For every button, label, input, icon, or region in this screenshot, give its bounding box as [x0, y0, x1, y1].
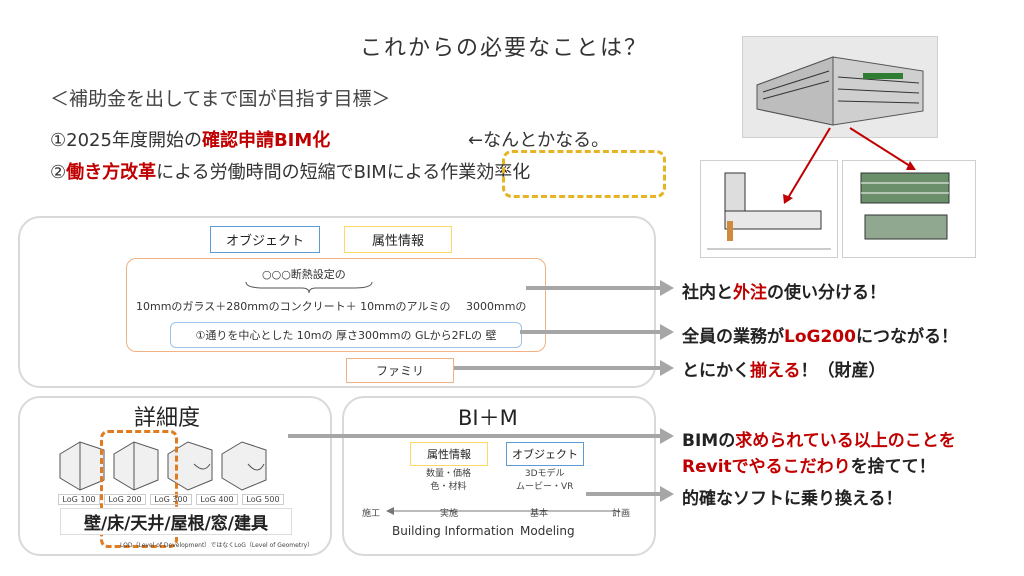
- right-item-4-highlight: 求められている以上のことを: [735, 431, 956, 451]
- right-item-3-prefix: とにかく: [682, 361, 750, 381]
- right-item-4-line1: BIMの求められている以上のことを: [682, 426, 956, 451]
- right-item-1-prefix: 社内と: [682, 283, 733, 303]
- attr-items: 数量・価格 色・材料: [426, 469, 472, 492]
- bim-panel: [342, 396, 656, 556]
- log-label: LoG 300: [150, 494, 192, 505]
- log-models-icon: [59, 441, 267, 491]
- process-step: 基本: [530, 509, 549, 519]
- page-title: これからの必要なことは？: [360, 36, 649, 61]
- right-item-3-suffix: ！（財産）: [800, 361, 886, 381]
- process-arrow: [386, 507, 620, 515]
- goal-1-prefix: ①2025年度開始の: [50, 130, 202, 151]
- arrow-head-5: [660, 486, 674, 502]
- attribute-group: [126, 258, 546, 352]
- right-item-3-highlight: 揃える: [750, 361, 801, 381]
- log-label: LoG 500: [242, 494, 284, 505]
- right-item-4-suffix: を捨てて！: [850, 457, 936, 477]
- goal-heading: ＜補助金を出してまで国が目指す目標＞: [50, 88, 391, 110]
- arrow-line-4: [288, 434, 662, 438]
- parts-label: 壁/床/天井/屋根/窓/建具: [60, 508, 292, 535]
- m-label: Modeling: [520, 524, 575, 538]
- arrow-head-4: [660, 428, 674, 444]
- right-item-2-suffix: につながる！: [855, 327, 958, 347]
- elevation-icon: [860, 172, 950, 240]
- arrow-line-5: [586, 492, 662, 496]
- family-label: ファミリ: [346, 358, 454, 383]
- bim-title: BI＋M: [458, 406, 518, 430]
- right-item-5: 的確なソフトに乗り換える！: [682, 489, 903, 509]
- goal-1-highlight: 確認申請BIM化: [201, 130, 331, 151]
- bi-label: Building Information: [392, 524, 514, 538]
- goal-1: ①2025年度開始の確認申請BIM化: [50, 126, 330, 152]
- floor-plan-image: [700, 160, 838, 258]
- right-item-4-highlight-2: Revitでやるこだわり: [682, 457, 851, 477]
- arrow-line-1: [526, 286, 662, 290]
- composition-label: 10mmのガラス＋280mmのコンクリート＋ 10mmのアルミの: [136, 300, 451, 313]
- right-item-1: 社内と外注の使い分ける！: [682, 278, 886, 303]
- elevation-image: [842, 160, 976, 258]
- arrow-head-3: [660, 360, 674, 376]
- right-item-4-line2: Revitでやるこだわりを捨てて！: [682, 452, 936, 477]
- process-step: 実施: [440, 509, 459, 519]
- right-item-2-highlight: LoG200: [784, 327, 856, 347]
- arrow-head-2: [660, 324, 674, 340]
- image-arrows: [783, 127, 916, 204]
- right-item-2-prefix: 全員の業務が: [682, 327, 784, 347]
- bim-tag-object: オブジェクト: [506, 442, 584, 466]
- highlight-dashed-box: [502, 150, 666, 198]
- goal-1-note: ←なんとかなる。: [468, 130, 610, 151]
- right-item-2: 全員の業務がLoG200につながる！: [682, 322, 958, 347]
- object-items: 3Dモデル ムービー・VR: [516, 469, 574, 492]
- building-3d-icon: [756, 56, 924, 126]
- log-footnote: LOD（Level of Development）ではなくLoG（Level o…: [120, 542, 314, 549]
- detail-title: 詳細度: [134, 406, 201, 431]
- insulation-label: ○○○断熱設定の: [262, 268, 346, 281]
- log-label: LoG 400: [196, 494, 238, 505]
- tag-object: オブジェクト: [210, 226, 320, 253]
- goal-2-highlight: 働き方改革: [66, 162, 157, 183]
- arrow-line-3: [454, 366, 662, 370]
- goal-2-suffix: 作業効率化: [440, 162, 531, 183]
- process-step: 施工: [362, 509, 381, 519]
- right-item-1-highlight: 外注: [733, 283, 767, 303]
- right-item-4-prefix: BIMの: [682, 431, 736, 451]
- attribute-panel: [18, 216, 656, 388]
- height-label: 3000mmの: [466, 300, 527, 313]
- goal-2: ②働き方改革による労働時間の短縮でBIMによる作業効率化: [50, 158, 530, 184]
- arrow-line-2: [520, 330, 662, 334]
- tag-attribute: 属性情報: [344, 226, 452, 253]
- log-label: LoG 200: [104, 494, 146, 505]
- process-step: 計画: [612, 509, 631, 519]
- building-3d-image: [742, 36, 938, 138]
- goal-2-prefix: ②: [50, 162, 67, 183]
- right-item-3: とにかく揃える！（財産）: [682, 356, 886, 381]
- log-labels: LoG 100 LoG 200 LoG 300 LoG 400 LoG 500: [58, 494, 284, 505]
- goal-2-mid: による労働時間の短縮でBIMによる: [156, 162, 441, 183]
- arrow-head-1: [660, 280, 674, 296]
- brace-icon: [245, 281, 373, 294]
- log200-highlight: [100, 430, 178, 548]
- right-item-1-suffix: の使い分ける！: [767, 283, 886, 303]
- wall-description: ①通りを中心とした 10mの 厚さ300mmの GLから2FLの 壁: [170, 322, 522, 348]
- floor-plan-icon: [707, 172, 831, 250]
- log-label: LoG 100: [58, 494, 100, 505]
- bim-tag-attribute: 属性情報: [410, 442, 488, 466]
